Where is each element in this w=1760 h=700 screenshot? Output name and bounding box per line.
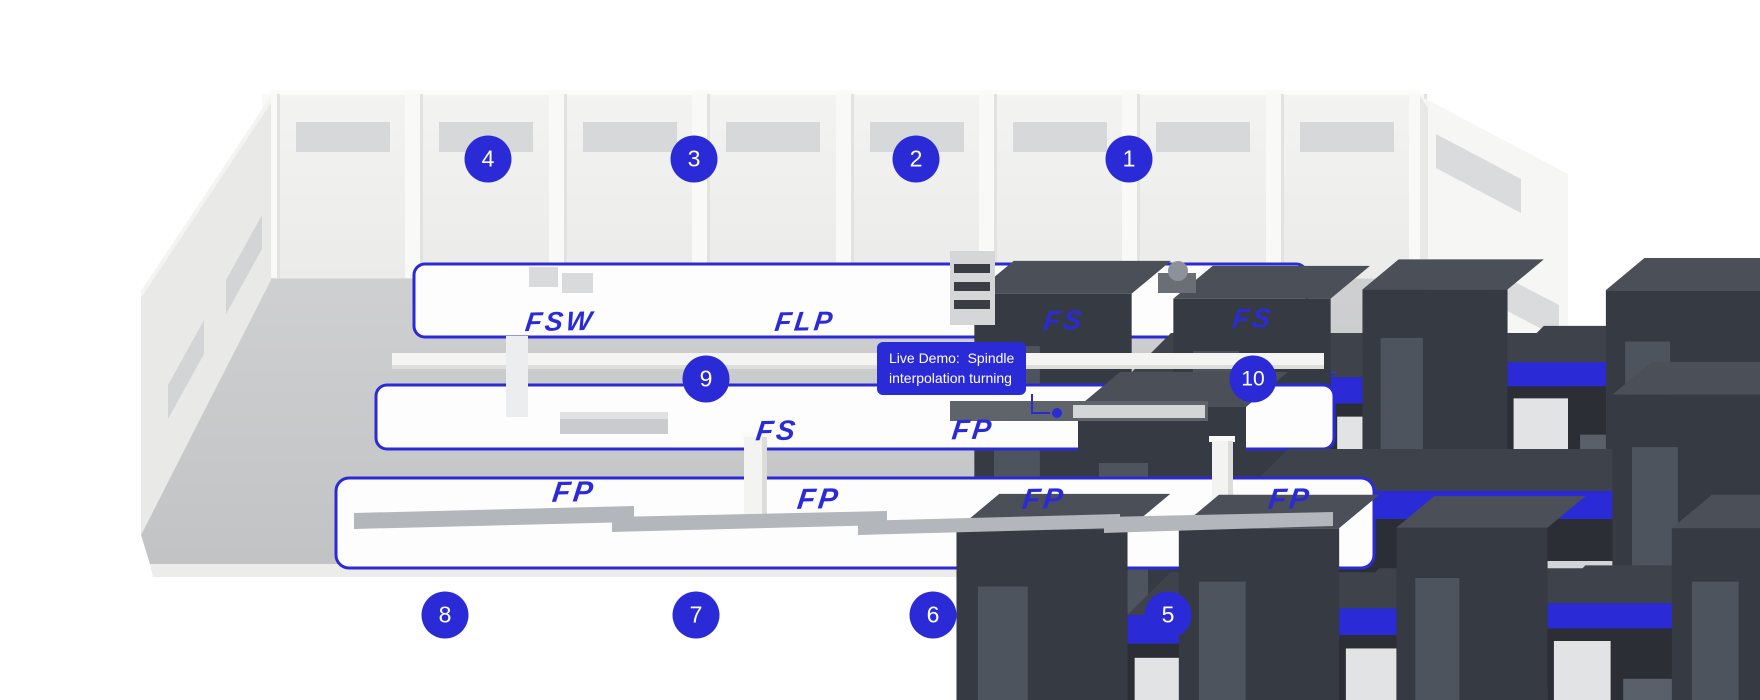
machine-station-5 xyxy=(1104,494,1760,700)
station-marker-7[interactable]: 7 xyxy=(672,591,720,639)
machine-station-10 xyxy=(950,361,1760,700)
machine-station-1 xyxy=(1158,257,1760,700)
machine-station-8 xyxy=(354,493,1760,700)
zone-label-fp-front-4: FP xyxy=(1266,483,1314,516)
zone-label-fs-middle: FS xyxy=(754,414,800,447)
wall-cornice xyxy=(271,90,1420,95)
tooltip-text-line-1: Live Demo: Spindle xyxy=(889,350,1015,366)
tooltip-leader-line xyxy=(1031,394,1062,418)
zone-label-fp-front-3: FP xyxy=(1020,483,1068,516)
station-marker-9[interactable]: 9 xyxy=(682,355,730,403)
tooltip-text-line-2: interpolation turning xyxy=(889,369,1012,386)
station-marker-6[interactable]: 6 xyxy=(909,591,957,639)
machine-station-7 xyxy=(612,494,1760,700)
left-wall xyxy=(141,96,271,535)
station-marker-8[interactable]: 8 xyxy=(421,591,469,639)
live-demo-tooltip[interactable]: Live Demo: Spindle interpolation turning xyxy=(877,342,1027,396)
overhead-rail xyxy=(392,353,1324,369)
zone-label-fsw: FSW xyxy=(523,305,597,338)
support-column-left xyxy=(741,432,769,527)
machine-station-2 xyxy=(950,251,1760,700)
station-marker-10[interactable]: 10 xyxy=(1229,355,1277,403)
zone-label-fs-back-2: FS xyxy=(1230,303,1276,334)
demo-point-dot[interactable] xyxy=(1052,408,1062,418)
spindle-unit xyxy=(1158,273,1196,293)
left-wall-windows xyxy=(168,215,262,419)
station-marker-5[interactable]: 5 xyxy=(1144,591,1192,639)
back-wall-windows xyxy=(296,122,1394,152)
machine-station-9 xyxy=(506,336,1760,700)
station-marker-4[interactable]: 4 xyxy=(464,135,512,183)
station-marker-1[interactable]: 1 xyxy=(1105,135,1153,183)
station-marker-3[interactable]: 3 xyxy=(670,135,718,183)
back-wall xyxy=(262,90,1427,278)
machine-station-6 xyxy=(858,496,1760,700)
zone-label-fp-front-2: FP xyxy=(795,483,843,516)
zone-label-fp-middle: FP xyxy=(950,413,996,446)
zone-label-fs-back-1: FS xyxy=(1041,305,1087,336)
control-cabinet xyxy=(506,336,528,417)
machine-station-4 xyxy=(529,260,1760,700)
zone-label-flp: FLP xyxy=(773,305,837,338)
zone-label-fp-front-1: FP xyxy=(550,476,598,509)
station-marker-2[interactable]: 2 xyxy=(892,135,940,183)
